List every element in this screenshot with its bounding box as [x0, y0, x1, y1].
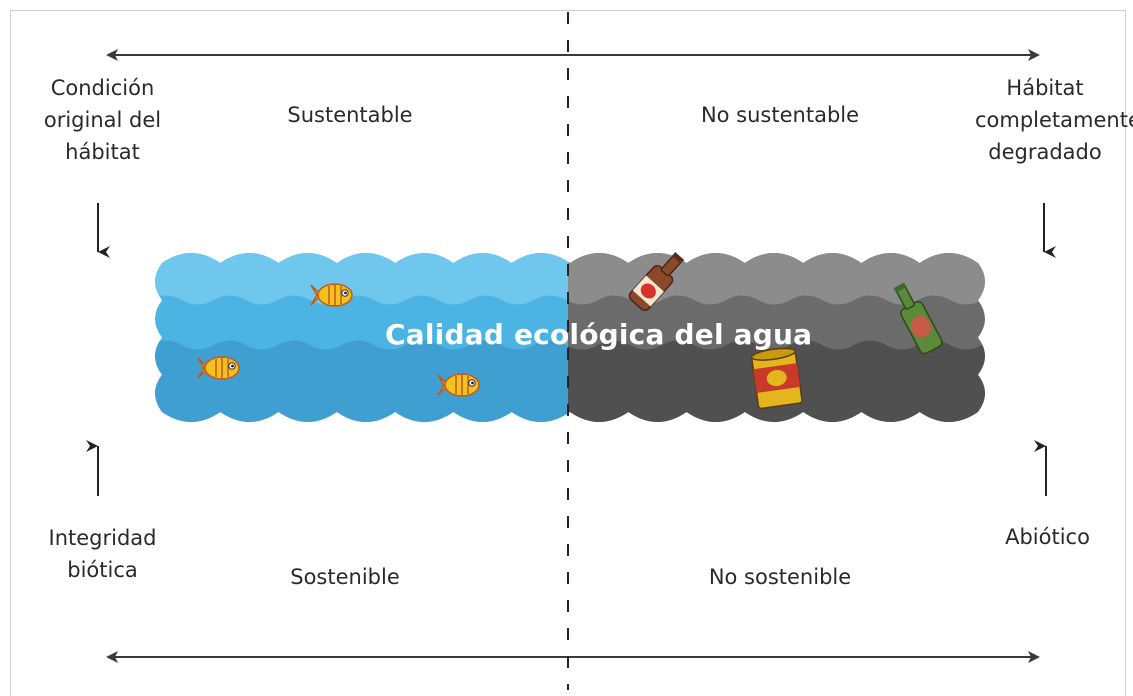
- figure-frame: [10, 10, 1126, 696]
- top-right-zone-label: No sustentable: [700, 103, 860, 127]
- bottle-icon: [893, 282, 943, 355]
- fish-icon: [197, 356, 240, 380]
- bottom-left-header: Integridad biótica: [48, 526, 157, 582]
- bottle-icon: [628, 252, 685, 312]
- top-left-zone-label: Sustentable: [287, 103, 413, 127]
- bottom-left-zone-label: Sostenible: [290, 565, 400, 589]
- bottom-right-zone-label: No sostenible: [708, 565, 852, 589]
- top-right-header: Hábitat completamente degradado: [975, 76, 1133, 164]
- clean-water: [155, 253, 568, 422]
- fish-icon: [310, 283, 353, 307]
- water-quality-title: Calidad ecológica del agua: [385, 318, 813, 351]
- bottom-right-header: Abiótico: [1005, 525, 1090, 549]
- can-icon: [750, 347, 803, 410]
- fish-icon: [437, 373, 480, 397]
- top-left-header: Condición original del hábitat: [43, 76, 162, 164]
